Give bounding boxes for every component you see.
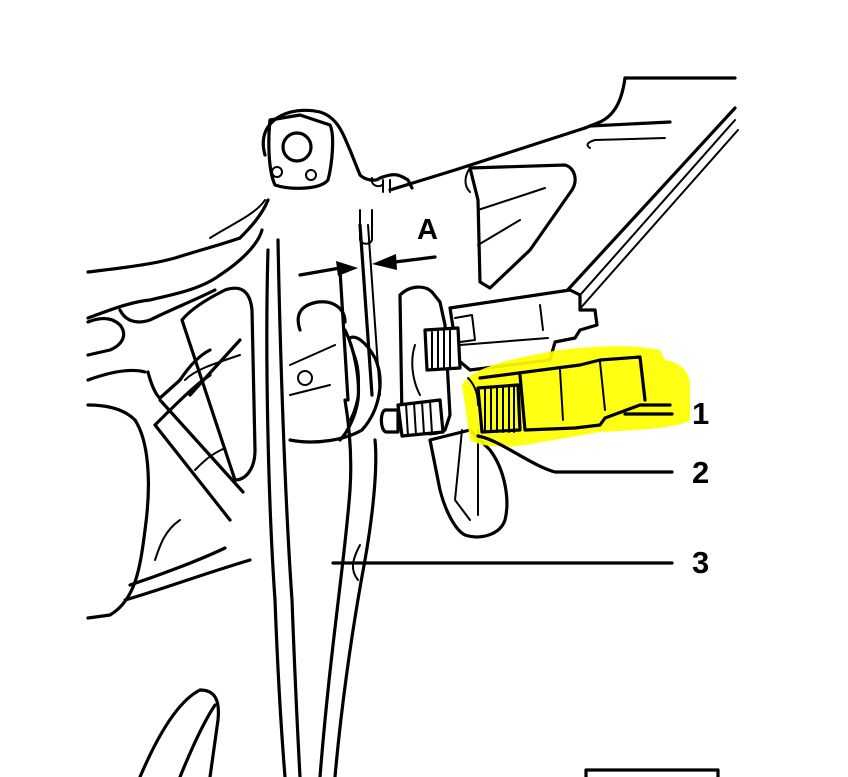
leader-line-2 [476, 434, 674, 474]
pedal-frame [86, 198, 270, 777]
pedal-arm [265, 238, 378, 777]
pivot-housing [261, 108, 414, 245]
mounting-bracket [388, 76, 739, 322]
dimension-label-a: A [417, 214, 438, 246]
callout-label-3: 3 [692, 545, 710, 580]
brake-light-switch-highlighted [462, 346, 690, 447]
pedal-stud [379, 398, 445, 438]
dimension-a [298, 223, 437, 402]
page-frame-edge [584, 768, 720, 777]
callout-label-1: 1 [692, 396, 710, 431]
upper-switch [423, 288, 599, 372]
callout-label-2: 2 [692, 455, 710, 490]
